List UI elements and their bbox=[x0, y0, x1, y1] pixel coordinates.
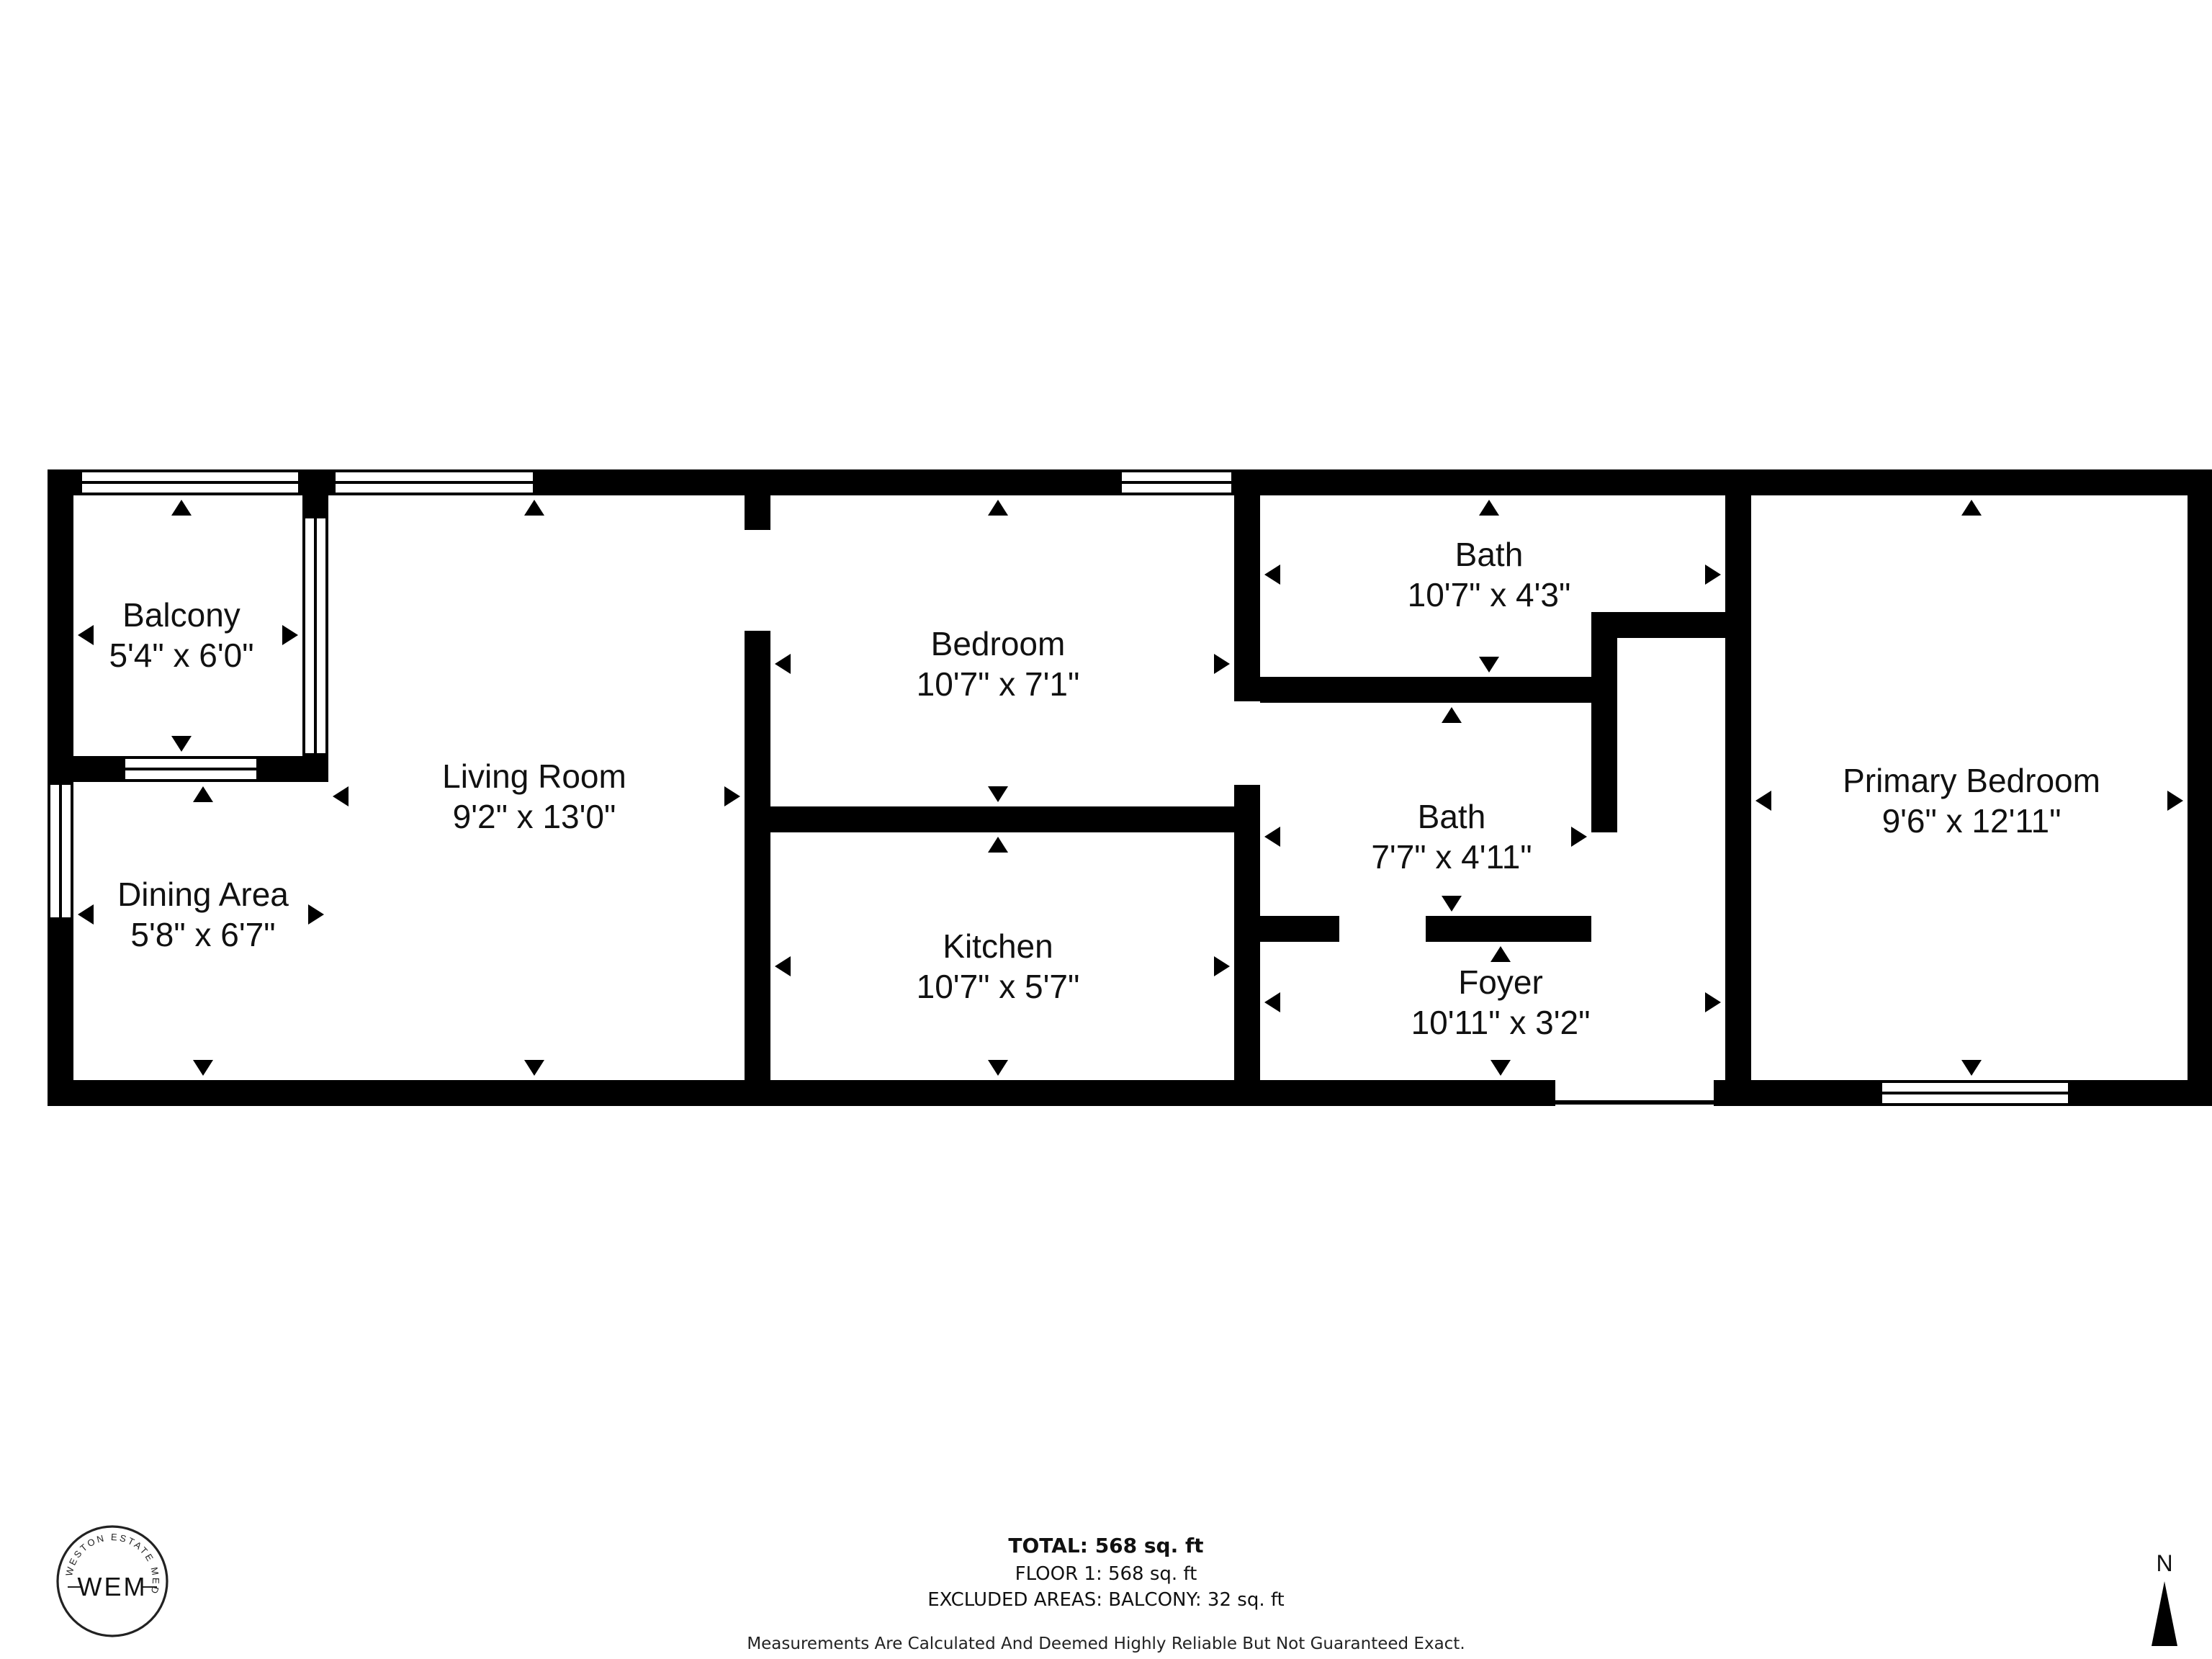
dimension-arrow bbox=[193, 1060, 213, 1076]
wall bbox=[2188, 469, 2212, 1106]
dimension-arrow bbox=[282, 625, 298, 645]
dimension-arrow bbox=[1264, 992, 1280, 1012]
room-name: Balcony bbox=[122, 596, 240, 634]
room-dims: 10'11" x 3'2" bbox=[1411, 1004, 1591, 1041]
dimension-arrow bbox=[308, 904, 324, 925]
dimension-arrow bbox=[988, 837, 1008, 853]
north-arrow-icon bbox=[2152, 1581, 2177, 1646]
dimension-arrow bbox=[1961, 500, 1982, 516]
dimension-arrow bbox=[524, 500, 544, 516]
wall bbox=[302, 495, 328, 516]
logo-initials: WEM bbox=[78, 1572, 148, 1601]
dimension-arrow bbox=[78, 625, 94, 645]
wall bbox=[1234, 785, 1260, 1080]
window bbox=[333, 469, 536, 495]
dimension-arrow bbox=[1479, 500, 1499, 516]
room-dims: 10'7" x 7'1" bbox=[916, 665, 1080, 703]
dimension-arrow bbox=[988, 1060, 1008, 1076]
window bbox=[79, 469, 301, 495]
dimension-arrow bbox=[524, 1060, 544, 1076]
dimension-arrow bbox=[1705, 565, 1721, 585]
wall bbox=[48, 1080, 1555, 1106]
wall bbox=[1591, 612, 1617, 832]
excluded-areas-text: EXCLUDED AREAS: BALCONY: 32 sq. ft bbox=[927, 1590, 1285, 1611]
dimension-arrow bbox=[193, 786, 213, 802]
north-compass: N bbox=[2134, 1552, 2195, 1658]
room-dims: 7'7" x 4'11" bbox=[1371, 838, 1532, 876]
wall bbox=[1555, 1100, 1714, 1105]
dimension-arrow bbox=[1442, 896, 1462, 912]
room-dims: 5'4" x 6'0" bbox=[109, 637, 254, 674]
room-dims: 9'6" x 12'11" bbox=[1881, 802, 2062, 840]
wall bbox=[745, 495, 770, 530]
room-name: Bedroom bbox=[930, 625, 1066, 662]
room-name: Bath bbox=[1417, 798, 1486, 835]
window bbox=[122, 756, 259, 782]
wall bbox=[1260, 916, 1339, 942]
wall bbox=[1260, 677, 1591, 703]
dimension-arrow bbox=[1214, 956, 1230, 976]
wall bbox=[1591, 612, 1725, 638]
dimension-arrow bbox=[1442, 707, 1462, 723]
dimension-arrow bbox=[988, 786, 1008, 802]
room-name: Bath bbox=[1455, 536, 1524, 573]
dimension-arrow bbox=[1755, 791, 1771, 811]
dimension-arrow bbox=[1479, 657, 1499, 673]
dimension-arrow bbox=[1491, 946, 1511, 962]
window bbox=[48, 782, 73, 920]
dimension-arrow bbox=[724, 786, 740, 806]
dimension-arrow bbox=[1214, 654, 1230, 674]
wall bbox=[1426, 916, 1591, 942]
window bbox=[1119, 469, 1234, 495]
wem-logo-graphic: WESTON ESTATE MEDIA WEM bbox=[50, 1515, 168, 1637]
wall bbox=[1234, 469, 1260, 701]
room-dims: 10'7" x 5'7" bbox=[916, 968, 1080, 1005]
dimension-arrow bbox=[1705, 992, 1721, 1012]
floor-area-text: FLOOR 1: 568 sq. ft bbox=[1015, 1564, 1197, 1586]
dimension-arrow bbox=[1961, 1060, 1982, 1076]
dimension-arrow bbox=[1264, 565, 1280, 585]
room-dims: 9'2" x 13'0" bbox=[452, 798, 616, 835]
dimension-arrow bbox=[171, 736, 192, 752]
dimension-arrow bbox=[988, 500, 1008, 516]
wall bbox=[745, 631, 770, 1106]
room-dims: 10'7" x 4'3" bbox=[1407, 576, 1571, 613]
room-name: Living Room bbox=[442, 757, 626, 795]
dimension-arrow bbox=[1264, 827, 1280, 847]
room-dims: 5'8" x 6'7" bbox=[130, 916, 276, 953]
window bbox=[302, 516, 328, 756]
dimension-arrow bbox=[775, 654, 791, 674]
dimension-arrow bbox=[1571, 827, 1587, 847]
dimension-arrow bbox=[775, 956, 791, 976]
total-area-text: TOTAL: 568 sq. ft bbox=[1008, 1535, 1204, 1558]
window bbox=[1879, 1080, 2071, 1106]
disclaimer-text: Measurements Are Calculated And Deemed H… bbox=[747, 1633, 1465, 1653]
dimension-arrow bbox=[333, 786, 349, 806]
compass-label: N bbox=[2156, 1552, 2173, 1577]
dimension-arrow bbox=[1491, 1060, 1511, 1076]
logo-ring bbox=[56, 1525, 168, 1637]
dimension-arrow bbox=[171, 500, 192, 516]
room-name: Foyer bbox=[1458, 963, 1543, 1001]
room-name: Dining Area bbox=[117, 876, 289, 913]
wall bbox=[745, 806, 1260, 832]
dimension-arrow bbox=[2167, 791, 2183, 811]
wem-logo: WESTON ESTATE MEDIA WEM bbox=[50, 1515, 170, 1639]
area-summary: TOTAL: 568 sq. ft FLOOR 1: 568 sq. ft EX… bbox=[0, 1535, 2212, 1616]
room-name: Primary Bedroom bbox=[1843, 762, 2100, 799]
room-name: Kitchen bbox=[943, 927, 1053, 965]
dimension-arrow bbox=[78, 904, 94, 925]
wall bbox=[1725, 495, 1751, 1080]
